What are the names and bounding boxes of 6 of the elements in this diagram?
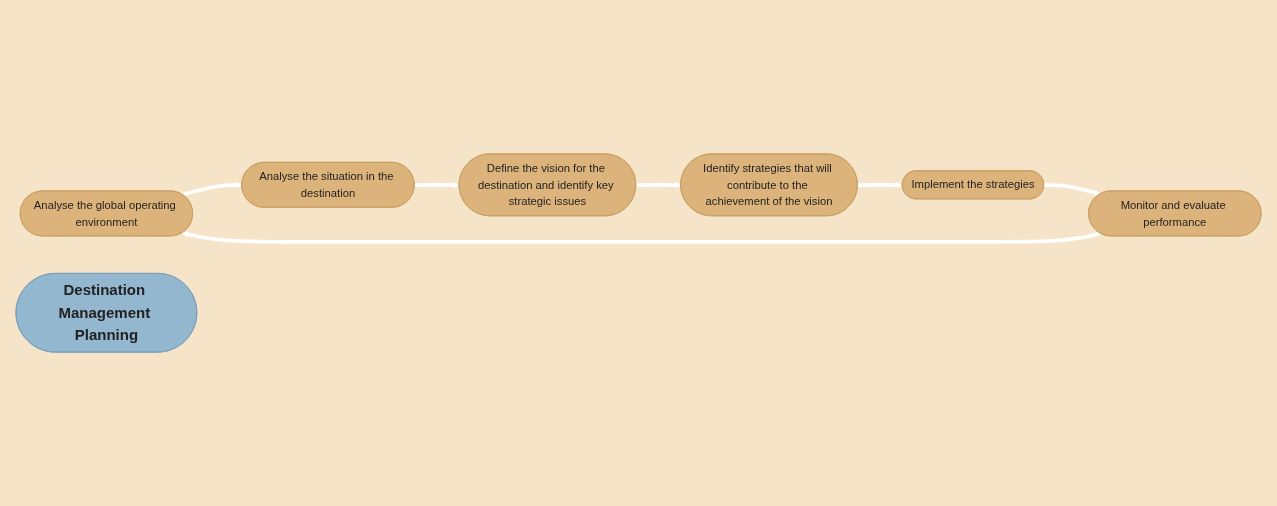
arrow — [414, 181, 460, 189]
arrow — [636, 181, 682, 189]
arrow — [182, 231, 1101, 244]
arrow — [181, 181, 243, 197]
arrow — [857, 181, 903, 189]
arrow — [1044, 183, 1101, 196]
